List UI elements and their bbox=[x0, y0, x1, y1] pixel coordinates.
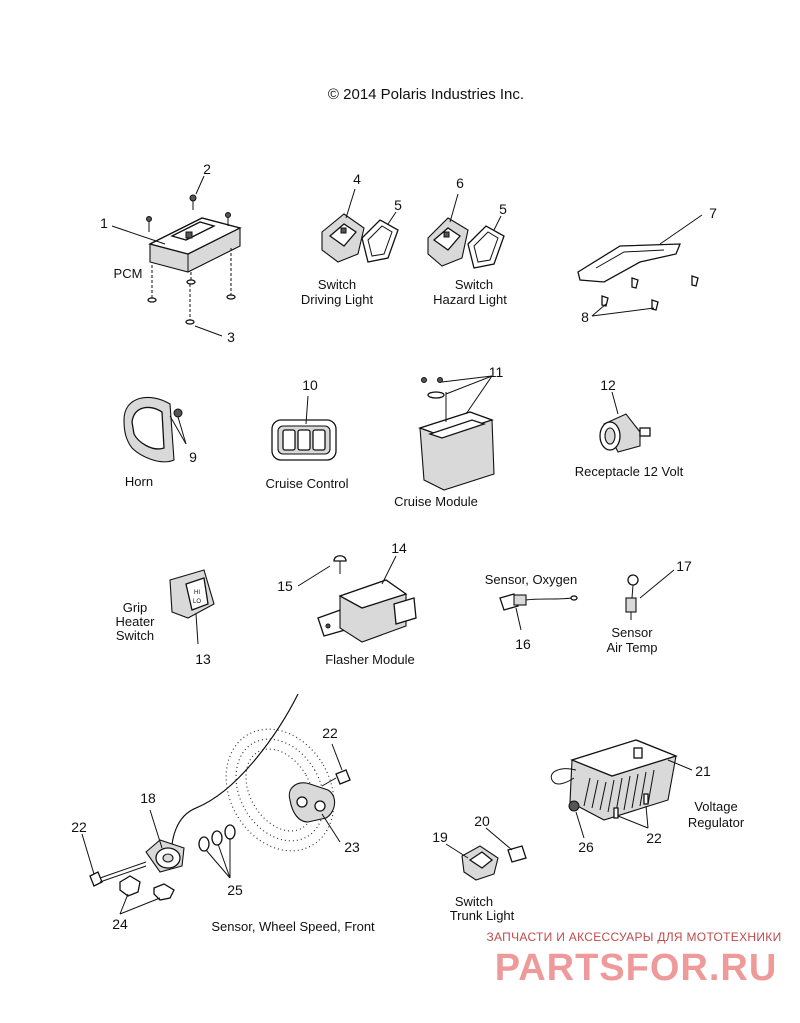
screw-icon bbox=[568, 793, 649, 819]
label-sensor-air-1: Sensor bbox=[611, 625, 653, 640]
cruise-control-switch: 10 Cruise Control bbox=[265, 377, 348, 491]
callout-7: 7 bbox=[709, 205, 717, 221]
switch-hazard-light: 6 5 Switch Hazard Light bbox=[427, 175, 507, 307]
label-wheel-speed: Sensor, Wheel Speed, Front bbox=[211, 919, 375, 934]
callout-14: 14 bbox=[391, 540, 407, 556]
callout-6: 6 bbox=[456, 175, 464, 191]
label-trunk-2: Trunk Light bbox=[450, 908, 515, 923]
callout-24: 24 bbox=[112, 916, 128, 932]
label-grip-1: Grip bbox=[123, 600, 148, 615]
copyright-text: © 2014 Polaris Industries Inc. bbox=[328, 86, 524, 103]
callout-4: 4 bbox=[353, 171, 361, 187]
callout-17: 17 bbox=[676, 558, 692, 574]
label-flasher: Flasher Module bbox=[325, 652, 415, 667]
nut-icon bbox=[119, 875, 175, 901]
sensor-air-temp: 17 Sensor Air Temp bbox=[606, 558, 692, 655]
label-voltage-1: Voltage bbox=[694, 799, 737, 814]
receptacle-12-volt: 12 Receptacle 12 Volt bbox=[575, 377, 684, 479]
label-grip-2: Heater bbox=[115, 614, 155, 629]
cruise-module: 11 Cruise Module bbox=[394, 364, 503, 509]
label-grip-3: Switch bbox=[116, 628, 154, 643]
washer-icon bbox=[147, 248, 236, 325]
watermark: ЗАПЧАСТИ И АКСЕССУАРЫ ДЛЯ МОТОТЕХНИКИ PA… bbox=[486, 930, 781, 989]
screw-icon bbox=[601, 275, 699, 311]
sensor-wheel-speed-front: 18 22 24 25 23 bbox=[71, 693, 375, 934]
label-sensor-air-2: Air Temp bbox=[606, 640, 657, 655]
callout-21: 21 bbox=[695, 763, 711, 779]
label-switch-driving-2: Driving Light bbox=[301, 292, 374, 307]
callout-22a: 22 bbox=[71, 819, 87, 835]
bolt-icon bbox=[89, 861, 147, 887]
label-cruise-module: Cruise Module bbox=[394, 494, 478, 509]
callout-8: 8 bbox=[581, 309, 589, 325]
voltage-regulator: 21 22 26 Voltage Regulator bbox=[550, 739, 745, 855]
callout-10: 10 bbox=[302, 377, 318, 393]
bezel-seal-icon bbox=[467, 225, 505, 269]
label-horn: Horn bbox=[125, 474, 153, 489]
callout-5b: 5 bbox=[499, 201, 507, 217]
label-switch-hazard-2: Hazard Light bbox=[433, 292, 507, 307]
callout-22c: 22 bbox=[646, 830, 662, 846]
pcm-assembly: 1 2 3 PCM bbox=[100, 161, 242, 345]
bracket-assembly: 7 8 bbox=[577, 205, 717, 325]
callout-22b: 22 bbox=[322, 725, 338, 741]
callout-19: 19 bbox=[432, 829, 448, 845]
watermark-tagline: ЗАПЧАСТИ И АКСЕССУАРЫ ДЛЯ МОТОТЕХНИКИ bbox=[486, 930, 781, 944]
callout-18: 18 bbox=[140, 790, 156, 806]
bezel-seal-icon bbox=[361, 219, 399, 263]
callout-1: 1 bbox=[100, 215, 108, 231]
label-switch-hazard-1: Switch bbox=[455, 277, 493, 292]
callout-3: 3 bbox=[227, 329, 235, 345]
callout-5a: 5 bbox=[394, 197, 402, 213]
callout-25: 25 bbox=[227, 882, 243, 898]
callout-9: 9 bbox=[189, 449, 197, 465]
flasher-module: 14 15 Flasher Module bbox=[277, 540, 417, 667]
washer-icon bbox=[198, 824, 236, 852]
callout-13: 13 bbox=[195, 651, 211, 667]
svg-text:HI: HI bbox=[194, 590, 200, 596]
switch-driving-light: 4 5 Switch Driving Light bbox=[301, 171, 402, 307]
callout-23: 23 bbox=[344, 839, 360, 855]
callout-15: 15 bbox=[277, 578, 293, 594]
callout-12: 12 bbox=[600, 377, 616, 393]
callout-2: 2 bbox=[203, 161, 211, 177]
label-pcm: PCM bbox=[114, 266, 143, 281]
label-cruise-control: Cruise Control bbox=[265, 476, 348, 491]
label-trunk-1: Switch bbox=[455, 894, 493, 909]
label-switch-driving-1: Switch bbox=[318, 277, 356, 292]
switch-trunk-light: 19 20 Switch Trunk Light bbox=[432, 813, 527, 923]
pcm-unit bbox=[148, 217, 242, 273]
grip-heater-switch: HI LO 13 Grip Heater Switch bbox=[115, 569, 215, 667]
screw-icon bbox=[146, 194, 231, 232]
bolt-icon bbox=[321, 769, 351, 787]
callout-16: 16 bbox=[515, 636, 531, 652]
watermark-brand: PARTSFOR.RU bbox=[495, 947, 778, 989]
callout-11: 11 bbox=[489, 364, 504, 380]
callout-20: 20 bbox=[474, 813, 490, 829]
callout-26: 26 bbox=[578, 839, 594, 855]
label-receptacle: Receptacle 12 Volt bbox=[575, 464, 684, 479]
horn: 9 Horn bbox=[123, 396, 197, 489]
svg-text:LO: LO bbox=[193, 599, 201, 605]
label-sensor-oxygen: Sensor, Oxygen bbox=[485, 572, 578, 587]
label-voltage-2: Regulator bbox=[688, 815, 745, 830]
sensor-oxygen: 16 Sensor, Oxygen bbox=[485, 572, 578, 652]
